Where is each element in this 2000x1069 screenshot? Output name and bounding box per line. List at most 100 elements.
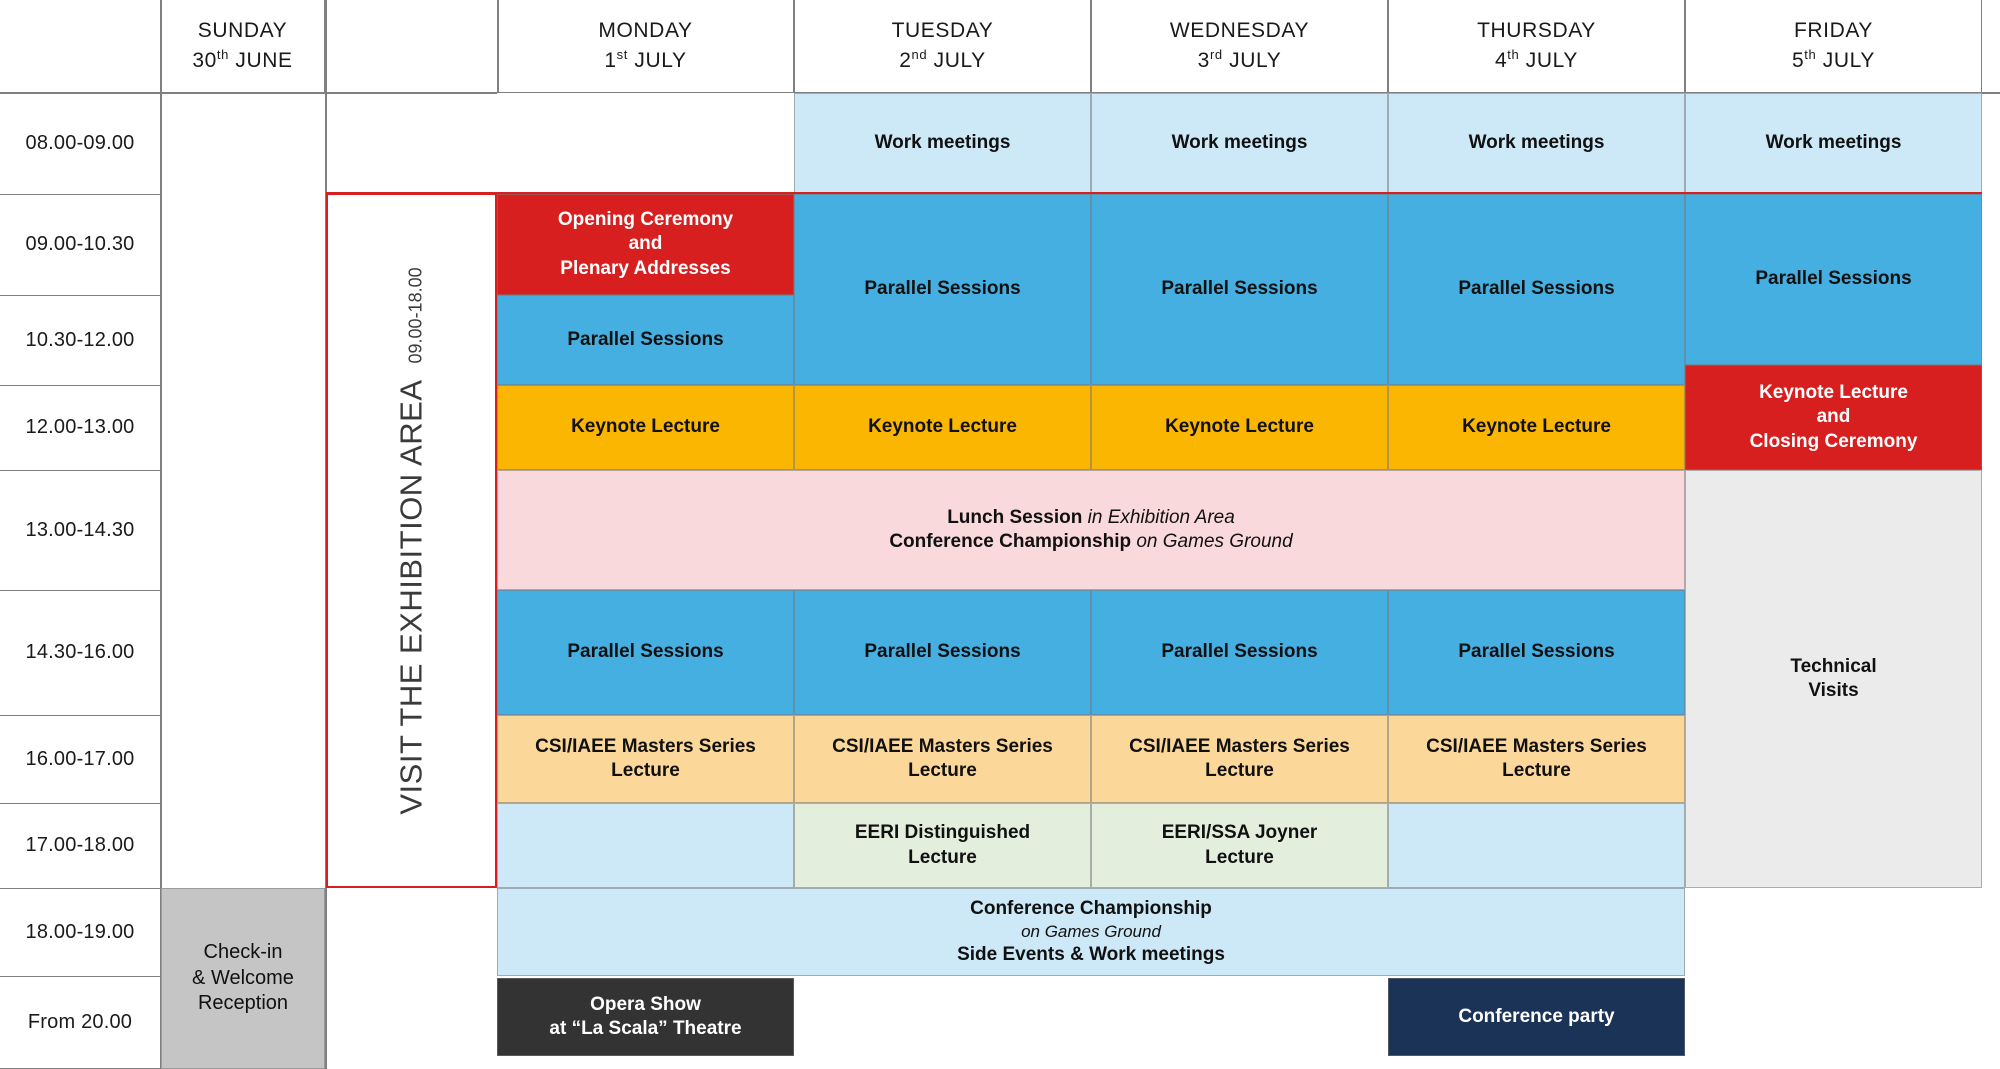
day-header-friday: FRIDAY 5th JULY — [1685, 0, 1982, 92]
day-header-monday-date: 1st JULY — [604, 46, 687, 72]
exhibition-area-banner[interactable]: VISIT THE EXHIBITION AREA 09.00-18.00 — [326, 193, 497, 888]
work-meetings-label: Work meetings — [1765, 132, 1902, 154]
event-evening-championship-side-events[interactable]: Conference Championship on Games Ground … — [497, 888, 1685, 976]
event-friday-keynote-closing-ceremony[interactable]: Keynote Lecture and Closing Ceremony — [1685, 365, 1982, 470]
event-tuesday-masters-series-lecture[interactable]: CSI/IAEE Masters Series Lecture — [794, 715, 1091, 803]
event-tuesday-parallel-sessions-morning[interactable]: Parallel Sessions — [794, 194, 1091, 385]
time-label-1700-1800: 17.00-18.00 — [0, 803, 160, 888]
grid-header-bottom-rule — [0, 92, 2000, 94]
lunch-session-title: Lunch Session — [947, 506, 1083, 528]
event-thursday-parallel-sessions-morning[interactable]: Parallel Sessions — [1388, 194, 1685, 385]
grid-vertical-rule-exhibition — [497, 0, 499, 92]
event-monday-opening-ceremony[interactable]: Opening Ceremony and Plenary Addresses — [497, 194, 794, 295]
event-friday-parallel-sessions-morning[interactable]: Parallel Sessions — [1685, 194, 1982, 365]
time-label-from-2000: From 20.00 — [0, 976, 160, 1069]
cell-monday-0800 — [497, 93, 794, 194]
time-label-1800-1900: 18.00-19.00 — [0, 888, 160, 976]
opera-show-line-2: at “La Scala” Theatre — [549, 1018, 742, 1039]
event-wednesday-parallel-sessions-afternoon[interactable]: Parallel Sessions — [1091, 590, 1388, 715]
technical-visits-line-1: Technical — [1790, 655, 1877, 677]
time-label-1300-1430: 13.00-14.30 — [0, 470, 160, 590]
masters-series-line-2: Lecture — [611, 760, 680, 781]
day-header-monday: MONDAY 1st JULY — [497, 0, 794, 92]
masters-series-line-2: Lecture — [1205, 760, 1274, 781]
day-header-tuesday: TUESDAY 2nd JULY — [794, 0, 1091, 92]
evening-championship-title: Conference Championship — [970, 897, 1212, 919]
eeri-distinguished-line-1: EERI Distinguished — [854, 822, 1031, 844]
parallel-sessions-label: Parallel Sessions — [1161, 641, 1318, 663]
keynote-closing-line-2: and — [1816, 406, 1851, 428]
time-label-1030-1200: 10.30-12.00 — [0, 295, 160, 385]
day-header-monday-name: MONDAY — [598, 19, 693, 43]
parallel-sessions-label: Parallel Sessions — [1458, 278, 1615, 300]
event-monday-parallel-sessions-afternoon[interactable]: Parallel Sessions — [497, 590, 794, 715]
day-header-thursday-date: 4th JULY — [1495, 46, 1578, 72]
evening-side-events-label: Side Events & Work meetings — [957, 943, 1225, 965]
event-tuesday-work-meetings[interactable]: Work meetings — [794, 93, 1091, 194]
checkin-line-2: & Welcome — [192, 966, 294, 989]
event-thursday-masters-series-lecture[interactable]: CSI/IAEE Masters Series Lecture — [1388, 715, 1685, 803]
technical-visits-line-2: Visits — [1808, 680, 1859, 701]
parallel-sessions-label: Parallel Sessions — [864, 641, 1021, 663]
event-tuesday-keynote-lecture[interactable]: Keynote Lecture — [794, 385, 1091, 470]
day-header-tuesday-date: 2nd JULY — [899, 46, 986, 72]
time-label-0900-1030: 09.00-10.30 — [0, 194, 160, 295]
event-monday-keynote-lecture[interactable]: Keynote Lecture — [497, 385, 794, 470]
opening-line-1: Opening Ceremony — [557, 209, 734, 231]
masters-series-line-1: CSI/IAEE Masters Series — [1129, 735, 1350, 757]
lunch-championship-location: on Games Ground — [1136, 531, 1293, 552]
event-wednesday-work-meetings[interactable]: Work meetings — [1091, 93, 1388, 194]
time-label-1600-1700: 16.00-17.00 — [0, 715, 160, 803]
event-monday-masters-series-lecture[interactable]: CSI/IAEE Masters Series Lecture — [497, 715, 794, 803]
evening-championship-location: on Games Ground — [1021, 922, 1161, 942]
event-lunch-session-championship[interactable]: Lunch Session in Exhibition Area Confere… — [497, 470, 1685, 590]
parallel-sessions-label: Parallel Sessions — [1755, 268, 1912, 290]
eeri-distinguished-line-2: Lecture — [908, 846, 977, 868]
parallel-sessions-label: Parallel Sessions — [567, 328, 724, 350]
event-wednesday-eeri-ssa-joyner-lecture[interactable]: EERI/SSA Joyner Lecture — [1091, 803, 1388, 888]
masters-series-line-2: Lecture — [908, 760, 977, 781]
event-wednesday-parallel-sessions-morning[interactable]: Parallel Sessions — [1091, 194, 1388, 385]
conference-party-label: Conference party — [1458, 1005, 1615, 1027]
opening-line-2: and — [628, 233, 663, 255]
event-tuesday-parallel-sessions-afternoon[interactable]: Parallel Sessions — [794, 590, 1091, 715]
event-thursday-conference-party[interactable]: Conference party — [1388, 978, 1685, 1056]
parallel-sessions-label: Parallel Sessions — [567, 641, 724, 663]
opening-line-3: Plenary Addresses — [560, 257, 731, 279]
conference-block-outline-bottom — [326, 886, 497, 888]
cell-monday-1700-free — [497, 803, 794, 888]
event-wednesday-keynote-lecture[interactable]: Keynote Lecture — [1091, 385, 1388, 470]
day-header-thursday: THURSDAY 4th JULY — [1388, 0, 1685, 92]
time-label-1200-1300: 12.00-13.00 — [0, 385, 160, 470]
event-friday-technical-visits[interactable]: Technical Visits — [1685, 470, 1982, 888]
event-wednesday-masters-series-lecture[interactable]: CSI/IAEE Masters Series Lecture — [1091, 715, 1388, 803]
exhibition-area-title: VISIT THE EXHIBITION AREA — [393, 378, 429, 815]
event-friday-work-meetings[interactable]: Work meetings — [1685, 93, 1982, 194]
day-header-wednesday-date: 3rd JULY — [1197, 46, 1282, 72]
event-thursday-work-meetings[interactable]: Work meetings — [1388, 93, 1685, 194]
day-header-sunday: SUNDAY 30th JUNE — [160, 0, 325, 92]
checkin-line-1: Check-in — [203, 941, 283, 964]
eeri-joyner-line-2: Lecture — [1205, 846, 1274, 868]
keynote-closing-line-3: Closing Ceremony — [1749, 430, 1918, 452]
event-tuesday-eeri-distinguished-lecture[interactable]: EERI Distinguished Lecture — [794, 803, 1091, 888]
opera-show-line-1: Opera Show — [590, 993, 701, 1015]
event-monday-parallel-sessions-morning[interactable]: Parallel Sessions — [497, 295, 794, 385]
event-thursday-parallel-sessions-afternoon[interactable]: Parallel Sessions — [1388, 590, 1685, 715]
lunch-championship-line: Conference Championship on Games Ground — [889, 530, 1292, 554]
keynote-lecture-label: Keynote Lecture — [1462, 416, 1611, 438]
conference-block-outline-top — [326, 192, 1982, 194]
parallel-sessions-label: Parallel Sessions — [1458, 641, 1615, 663]
keynote-lecture-label: Keynote Lecture — [571, 416, 720, 438]
event-checkin-welcome-reception[interactable]: Check-in & Welcome Reception — [161, 888, 325, 1069]
work-meetings-label: Work meetings — [1171, 132, 1308, 154]
day-header-tuesday-name: TUESDAY — [891, 19, 994, 43]
masters-series-line-2: Lecture — [1502, 760, 1571, 781]
work-meetings-label: Work meetings — [874, 132, 1011, 154]
lunch-session-location: in Exhibition Area — [1087, 506, 1235, 528]
time-label-1430-1600: 14.30-16.00 — [0, 590, 160, 715]
event-monday-opera-show[interactable]: Opera Show at “La Scala” Theatre — [497, 978, 794, 1056]
parallel-sessions-label: Parallel Sessions — [1161, 278, 1318, 300]
event-thursday-keynote-lecture[interactable]: Keynote Lecture — [1388, 385, 1685, 470]
